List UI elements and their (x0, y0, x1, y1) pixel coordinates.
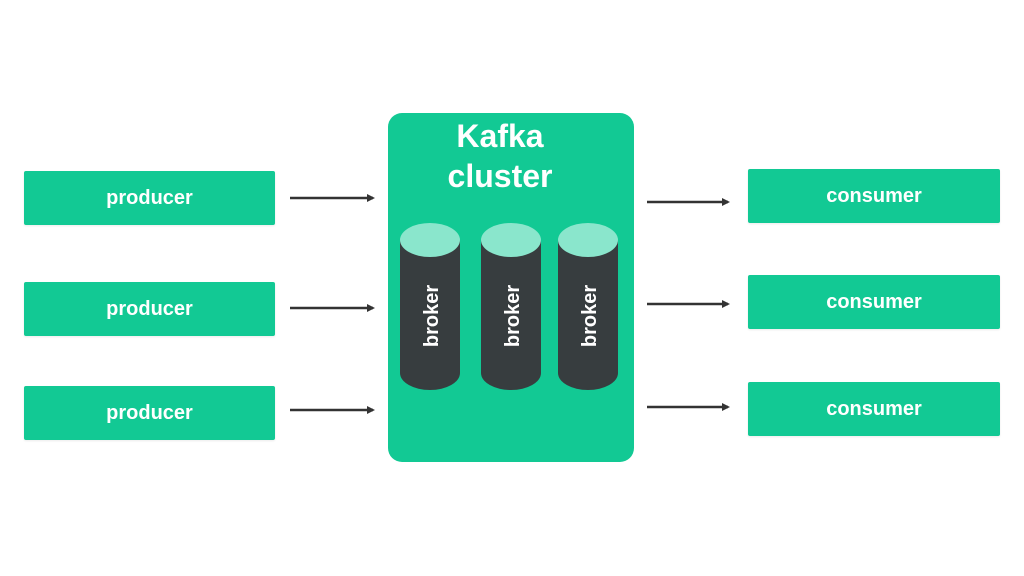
producer-label: producer (106, 297, 193, 320)
consumer-node-3: consumer (748, 382, 1000, 436)
broker-body (481, 240, 541, 390)
broker-top (558, 223, 618, 257)
consumer-node-1: consumer (748, 169, 1000, 223)
consumer-label: consumer (826, 184, 922, 207)
producer-label: producer (106, 401, 193, 424)
broker-label: broker (502, 285, 524, 347)
broker-label: broker (579, 285, 601, 347)
broker-top (481, 223, 541, 257)
broker-cylinder-3: broker (558, 223, 618, 390)
broker-label: broker (421, 285, 443, 347)
broker-cylinder-2: broker (481, 223, 541, 390)
producer-label: producer (106, 186, 193, 209)
consumer-node-2: consumer (748, 275, 1000, 329)
producer-node-3: producer (24, 386, 275, 440)
broker-cylinder-1: broker (400, 223, 460, 390)
producer-node-2: producer (24, 282, 275, 336)
consumer-label: consumer (826, 397, 922, 420)
consumer-label: consumer (826, 290, 922, 313)
broker-top (400, 223, 460, 257)
broker-body (558, 240, 618, 390)
broker-body (400, 240, 460, 390)
producer-node-1: producer (24, 171, 275, 225)
